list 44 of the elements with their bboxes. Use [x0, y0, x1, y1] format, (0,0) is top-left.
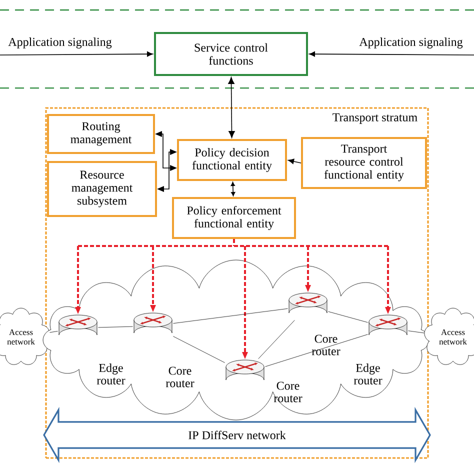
router-label: Core router	[166, 366, 194, 388]
edge-label: Application signaling	[358, 36, 464, 50]
arrow	[309, 51, 474, 57]
control-arrow	[242, 246, 248, 359]
router-label: Edge router	[354, 364, 382, 384]
link-line	[265, 334, 368, 367]
router-icon	[288, 292, 328, 314]
entity-box: Resource management subsystem	[47, 161, 157, 217]
router-icon	[368, 314, 408, 336]
entity-box: Transport resource control functional entity	[301, 137, 427, 189]
arrow	[0, 51, 153, 57]
control-arrow	[75, 246, 81, 314]
router-icon	[226, 360, 264, 380]
router-label: Core router	[312, 334, 340, 356]
control-trunk	[77, 238, 389, 247]
arrow	[157, 149, 177, 192]
arrow	[155, 131, 177, 171]
link-line	[408, 330, 424, 334]
network-cloud	[42, 260, 430, 420]
entity-box: Routing management	[47, 114, 155, 154]
arrow	[228, 77, 235, 138]
link-line	[328, 311, 368, 323]
entity-box: Policy enforcement functional entity	[172, 197, 296, 239]
arrow	[288, 158, 302, 164]
router-icon	[134, 312, 172, 334]
control-arrow	[385, 246, 391, 314]
edge-label: Application signaling	[7, 36, 113, 50]
link-line	[173, 308, 288, 324]
network-cloud: Access network	[0, 308, 50, 365]
frame-heading: Transport stratum	[332, 113, 418, 124]
arrow	[230, 182, 236, 196]
router-label: Edge router	[96, 364, 126, 384]
function-box: Service control functions	[154, 32, 308, 76]
node-label: IP DiffServ network	[188, 430, 286, 440]
router-icon	[58, 314, 98, 336]
link-line	[50, 331, 58, 333]
node-label: Access network	[439, 329, 467, 345]
entity-box: Policy decision functional entity	[177, 139, 287, 181]
link-line	[173, 336, 225, 363]
control-arrow	[305, 246, 311, 292]
router-label: Core router	[274, 382, 302, 402]
link-line	[258, 320, 295, 359]
network-cloud: Access network	[424, 308, 474, 365]
control-arrow	[150, 246, 156, 312]
